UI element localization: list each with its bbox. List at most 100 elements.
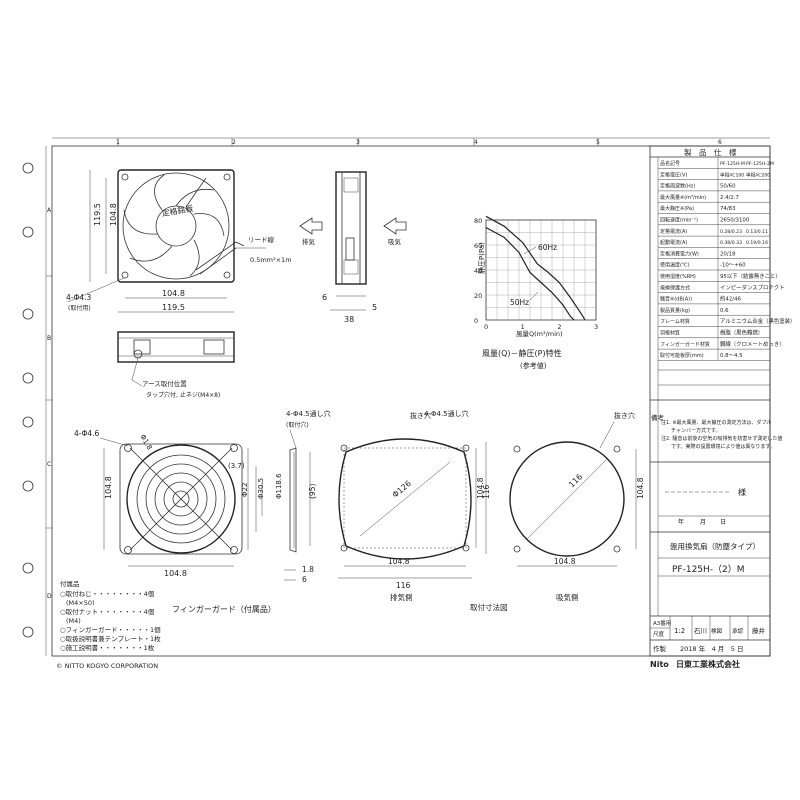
drafter: 石川 <box>694 627 707 635</box>
spec-row-value: アルミニウム合金（黒色塗装） <box>720 317 795 325</box>
date-field-year: 年 <box>678 518 684 526</box>
spec-row-value: 95以下（結露無きこと） <box>720 272 781 280</box>
series-line-50hz <box>485 226 575 321</box>
spec-row-value: 鋼線（クロメートめっき） <box>720 340 785 348</box>
x-tick-label: 0 <box>484 323 488 331</box>
spec-row-value: PF-125H-M <box>720 161 745 167</box>
outlet-label: 排気 <box>302 237 316 246</box>
spec-title: 製 品 仕 様 <box>684 147 737 157</box>
fan-side-view: 38 6 5 排気 吸気 <box>299 171 407 324</box>
lead-wire-spec: 0.5mm²×1m <box>250 256 292 264</box>
made-date: 2018 年 4 月 5 日 <box>680 644 744 653</box>
row-label: D <box>47 593 52 600</box>
col-label: 3 <box>356 139 360 146</box>
row-label: B <box>47 335 51 342</box>
x-tick-label: 3 <box>594 323 598 331</box>
dim-height-outer: 119.5 <box>93 203 102 226</box>
mount-exhaust-side: Φ126 4-Φ4.5通し穴 抜き穴 104.8 116 104.8 116 排… <box>338 409 508 612</box>
spec-row-value: 単相AC100 <box>720 171 744 178</box>
note-line: チャンバー方式です。 <box>661 427 720 434</box>
exhaust-cut-diameter: Φ126 <box>391 479 413 500</box>
approver: 藤井 <box>752 626 766 635</box>
customer-suffix: 様 <box>738 487 746 497</box>
spec-row-value-2: 0.19/0.16 <box>746 240 768 246</box>
spec-row-value: 50/60 <box>720 184 736 190</box>
dim-left: 6 <box>322 293 327 302</box>
spec-row-value: 0.38/0.33 <box>720 240 742 246</box>
series-label-60hz: 60Hz <box>538 243 557 252</box>
date-field-month: 月 <box>700 519 706 526</box>
dim-width-inner: 104.8 <box>162 289 185 298</box>
guard-holes-label: 4-Φ4.6 <box>74 429 100 438</box>
accessory-item: (M4×50) <box>66 599 95 607</box>
spec-row-label: 回転速度(min⁻¹) <box>660 217 698 224</box>
fan-bottom-view: アース取付位置 タップ穴付, 止ネジ(M4×8) <box>117 331 235 399</box>
accessories-list: 付属品 ○取付ねじ・・・・・・・・4個 (M4×50) ○取付ナット・・・・・・… <box>60 579 161 652</box>
x-tick-label: 1 <box>521 323 525 331</box>
spec-row-label: 起動電流(A) <box>660 239 687 246</box>
finger-guard-side: (95) 4-Φ4.5通し穴 (取付穴) 1.8 6 フィンガーガード（付属品） <box>172 409 331 614</box>
intake-caption: 吸気側 <box>556 592 579 602</box>
spec-row-label: 定格電圧(V) <box>660 171 687 178</box>
intake-w1: 104.8 <box>554 557 576 566</box>
binder-holes <box>22 162 34 638</box>
spec-row-value: 樹脂（黒色難燃） <box>720 329 763 337</box>
guard-side-height: (95) <box>308 484 317 499</box>
company-name: 日東工業株式会社 <box>676 659 740 669</box>
made-label: 作製 <box>653 644 667 653</box>
y-tick-label: 40 <box>474 267 482 275</box>
spec-row-value: 約42/46 <box>720 295 741 303</box>
guard-d1: Φ22 <box>241 483 249 497</box>
spec-row-value: 20/18 <box>720 251 736 257</box>
guard-side-holes: 4-Φ4.5通し穴 <box>286 409 331 418</box>
y-tick-label: 20 <box>474 292 482 300</box>
intake-diameter: 116 <box>567 472 584 489</box>
exhaust-holes: 4-Φ4.5通し穴 <box>424 409 469 418</box>
spec-row-label: フィンガーガード材質 <box>660 341 710 348</box>
x-tick-label: 2 <box>557 323 561 331</box>
scale-value: 1:2 <box>674 627 685 635</box>
spec-row-value: 74/83 <box>720 206 736 212</box>
accessories-title: 付属品 <box>60 579 80 588</box>
exhaust-h1: 104.8 <box>476 477 485 499</box>
col-label: 4 <box>474 139 478 146</box>
exhaust-h2: 116 <box>482 484 491 499</box>
finger-guard-front: 104.8 104.8 4-Φ4.6 Φ1.8 (3.7) Φ22 Φ30.5 … <box>74 429 283 578</box>
col-label: 5 <box>596 139 600 146</box>
model-name: PF-125H-（2）M <box>672 564 745 575</box>
spec-row-value: 2.4/2.7 <box>720 195 739 201</box>
dim-depth: 38 <box>344 315 354 324</box>
mount-holes-note: (取付用) <box>68 304 91 312</box>
y-tick-label: 80 <box>474 217 482 225</box>
spec-row-label: 最大静圧※(Pa) <box>660 205 694 212</box>
dim-right: 5 <box>372 303 377 312</box>
series-label-50hz: 50Hz <box>510 298 529 307</box>
exhaust-cut: 抜き穴 <box>410 411 431 420</box>
accessory-item: ○フィンガーガード・・・・・1個 <box>60 625 161 634</box>
exhaust-w2: 116 <box>396 581 411 590</box>
checker-label: 検図 <box>711 627 723 635</box>
col-label: 1 <box>116 139 120 146</box>
copyright: © NITTO KOGYO CORPORATION <box>56 662 158 670</box>
approver-label: 承認 <box>732 627 744 635</box>
notes-label: 備考 <box>651 413 665 422</box>
spec-row-value: -10～+60 <box>720 263 746 269</box>
mount-caption: 取付寸法図 <box>470 602 508 612</box>
spec-row-label: 取付可能板厚(mm) <box>660 352 704 359</box>
accessory-item: ○取付ナット・・・・・・・4個 <box>60 607 155 616</box>
guard-side-t1: 1.8 <box>302 565 314 574</box>
exhaust-caption: 排気側 <box>390 592 413 602</box>
ruler-labels: 1 2 3 4 5 6 A B C D <box>47 139 722 600</box>
inlet-label: 吸気 <box>388 237 402 246</box>
guard-height-dim: 104.8 <box>104 476 113 499</box>
spec-row-value: 0.8～4.5 <box>720 353 743 359</box>
col-label: 6 <box>718 139 722 146</box>
note-line: 注2. 騒音は前後の空気の吸排気を妨害せず測定した値 <box>661 435 782 442</box>
series-line-60hz <box>485 215 586 321</box>
spec-row-label: 焼損保護方式 <box>660 284 690 291</box>
spec-row-value-2: 単相AC200 <box>746 171 770 178</box>
chart-subcaption: (参考値) <box>520 361 547 370</box>
spec-row-label: 定格周波数(Hz) <box>660 183 695 190</box>
earth-label: アース取付位置 <box>142 379 187 388</box>
